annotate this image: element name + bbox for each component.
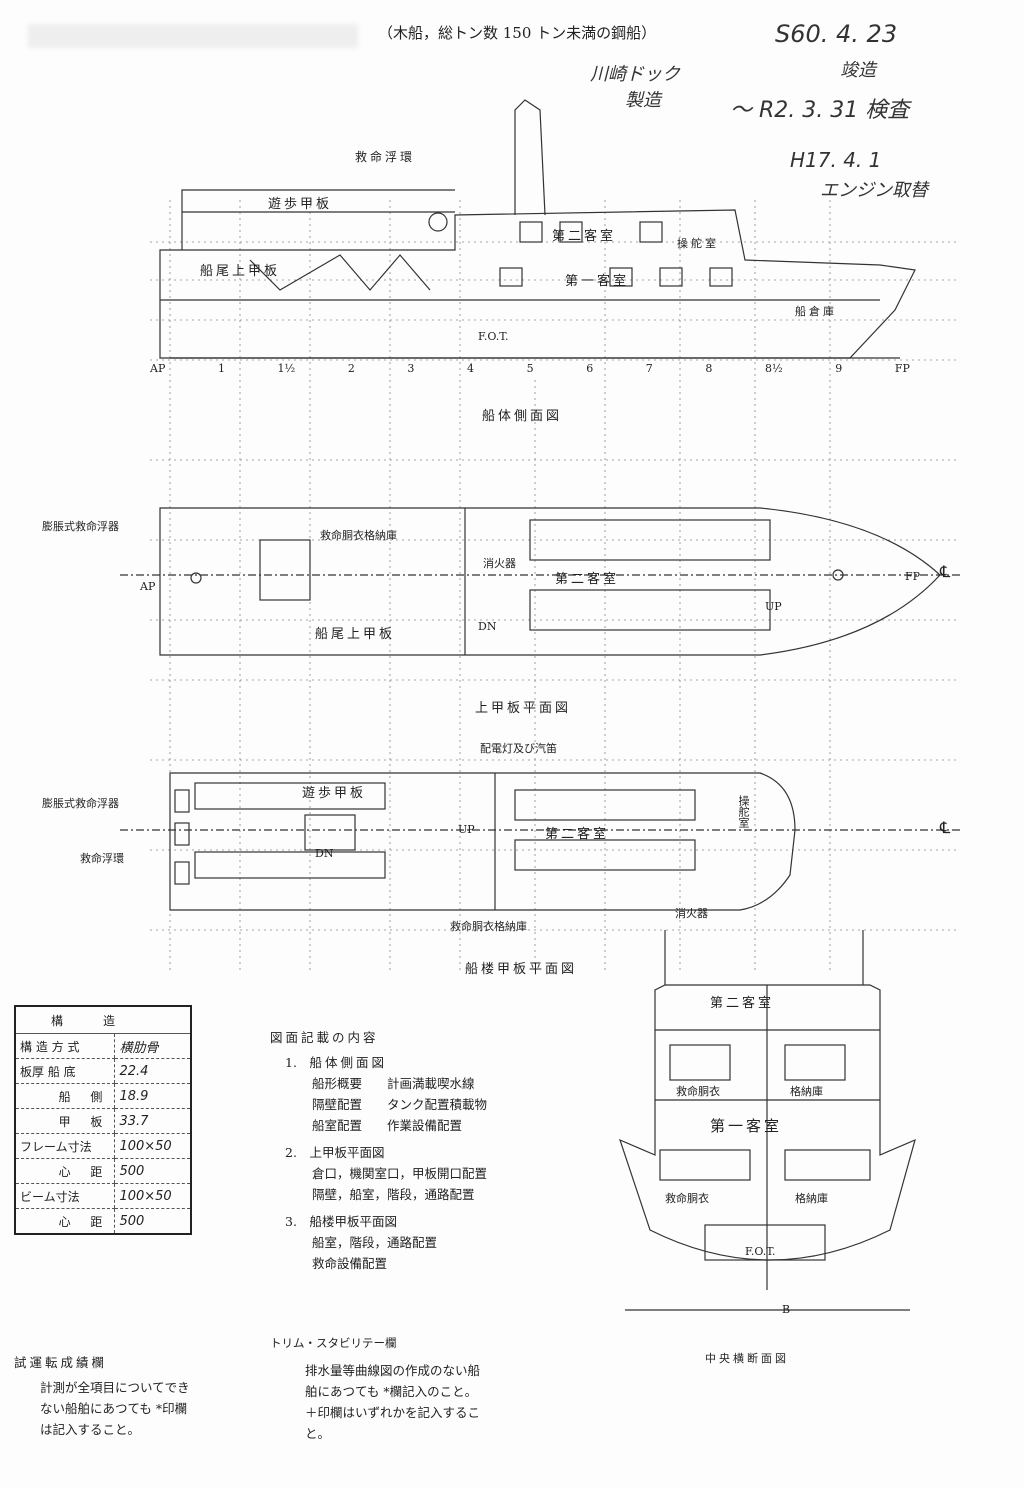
label-lifejacket-store: 救命胴衣格納庫 — [320, 529, 397, 542]
label-second-cabin: 第二客室 — [552, 229, 617, 244]
label-fp: FP — [905, 570, 921, 583]
label-extinguisher-2: 消火器 — [675, 907, 708, 920]
label-extinguisher: 消火器 — [483, 557, 516, 570]
label-up: UP — [765, 600, 782, 613]
document-subtitle: （木船，総トン数 150 トン未満の鋼船） — [378, 24, 657, 42]
centerline-symbol-2: ℄ — [940, 818, 951, 837]
label-second-cabin-bridge: 第二客室 — [545, 827, 610, 842]
builder-label: 製造 — [625, 90, 661, 111]
bridge-deck-outline — [120, 772, 960, 911]
label-dn: DN — [478, 620, 497, 633]
section-fot: F.O.T. — [745, 1245, 776, 1258]
section-lifejacket-r: 救命胴衣 — [665, 1192, 709, 1205]
built-label: 竣造 — [840, 60, 876, 81]
midship-section-outline — [619, 930, 916, 1311]
centerline-symbol: ℄ — [940, 562, 951, 581]
label-second-cabin-plan: 第二客室 — [555, 572, 620, 587]
engine-label: エンジン取替 — [820, 180, 928, 201]
label-lamp-whistle: 配電灯及び汽笛 — [480, 742, 557, 755]
label-wheelhouse: 操舵室 — [677, 237, 719, 250]
label-lifejacket-store-2: 救命胴衣格納庫 — [450, 920, 527, 933]
label-aft-deck: 船尾上甲板 — [200, 264, 281, 279]
label-fot: F.O.T. — [478, 330, 509, 343]
section-lifejacket-l: 救命胴衣 — [676, 1085, 720, 1098]
section-store-l: 格納庫 — [790, 1085, 823, 1098]
label-ap: AP — [140, 580, 156, 593]
label-first-cabin: 第一客室 — [565, 274, 630, 289]
upper-deck-outline — [120, 507, 960, 656]
label-wheelhouse-plan: 操舵室 — [737, 795, 750, 828]
label-promenade-plan: 遊歩甲板 — [302, 786, 367, 801]
trim-stability-notes: トリム・スタビリテー欄 排水量等曲線図の作成のない船 舶にあつても *欄記入のこ… — [270, 1336, 481, 1441]
upper-deck-title: 上甲板平面図 — [475, 701, 572, 716]
cross-section-title: 中央横断面図 — [705, 1352, 789, 1365]
engine-date: H17. 4. 1 — [790, 148, 882, 172]
side-view-hull — [159, 99, 916, 359]
section-store-r: 格納庫 — [795, 1192, 828, 1205]
label-dn-2: DN — [315, 847, 334, 860]
label-aft-deck-plan: 船尾上甲板 — [315, 627, 396, 642]
contents-list: 図面記載の内容 1. 船体側面図 船形概要 計画満載喫水線 隔壁配置 タンク配置… — [270, 1030, 488, 1271]
section-second-cabin: 第二客室 — [710, 996, 775, 1011]
inspection-date: 〜 R2. 3. 31 検査 — [730, 98, 910, 123]
side-view-title: 船体側面図 — [482, 409, 563, 424]
label-inflatable-raft-2: 膨脹式救命浮器 — [42, 797, 119, 810]
bridge-deck-title: 船楼甲板平面図 — [465, 962, 578, 977]
label-life-ring: 救命浮環 — [355, 150, 416, 164]
trial-run-notes: 試運転成績欄 計測が全項目についてでき ない船舶にあつても *印欄 は記入するこ… — [14, 1355, 190, 1437]
section-breadth: B — [782, 1303, 791, 1316]
label-inflatable-raft: 膨脹式救命浮器 — [42, 520, 119, 533]
section-first-cabin: 第一客室 — [710, 1117, 783, 1135]
label-store: 船倉庫 — [795, 305, 837, 318]
label-life-ring-2: 救命浮環 — [80, 852, 124, 865]
label-up-2: UP — [458, 823, 475, 836]
label-promenade-deck: 遊歩甲板 — [268, 197, 333, 212]
redacted-header — [28, 24, 358, 48]
built-date: S60. 4. 23 — [775, 20, 898, 48]
builder: 川崎ドック — [590, 64, 680, 85]
table-row: 構 造 方 式横肋骨 — [15, 1033, 191, 1059]
